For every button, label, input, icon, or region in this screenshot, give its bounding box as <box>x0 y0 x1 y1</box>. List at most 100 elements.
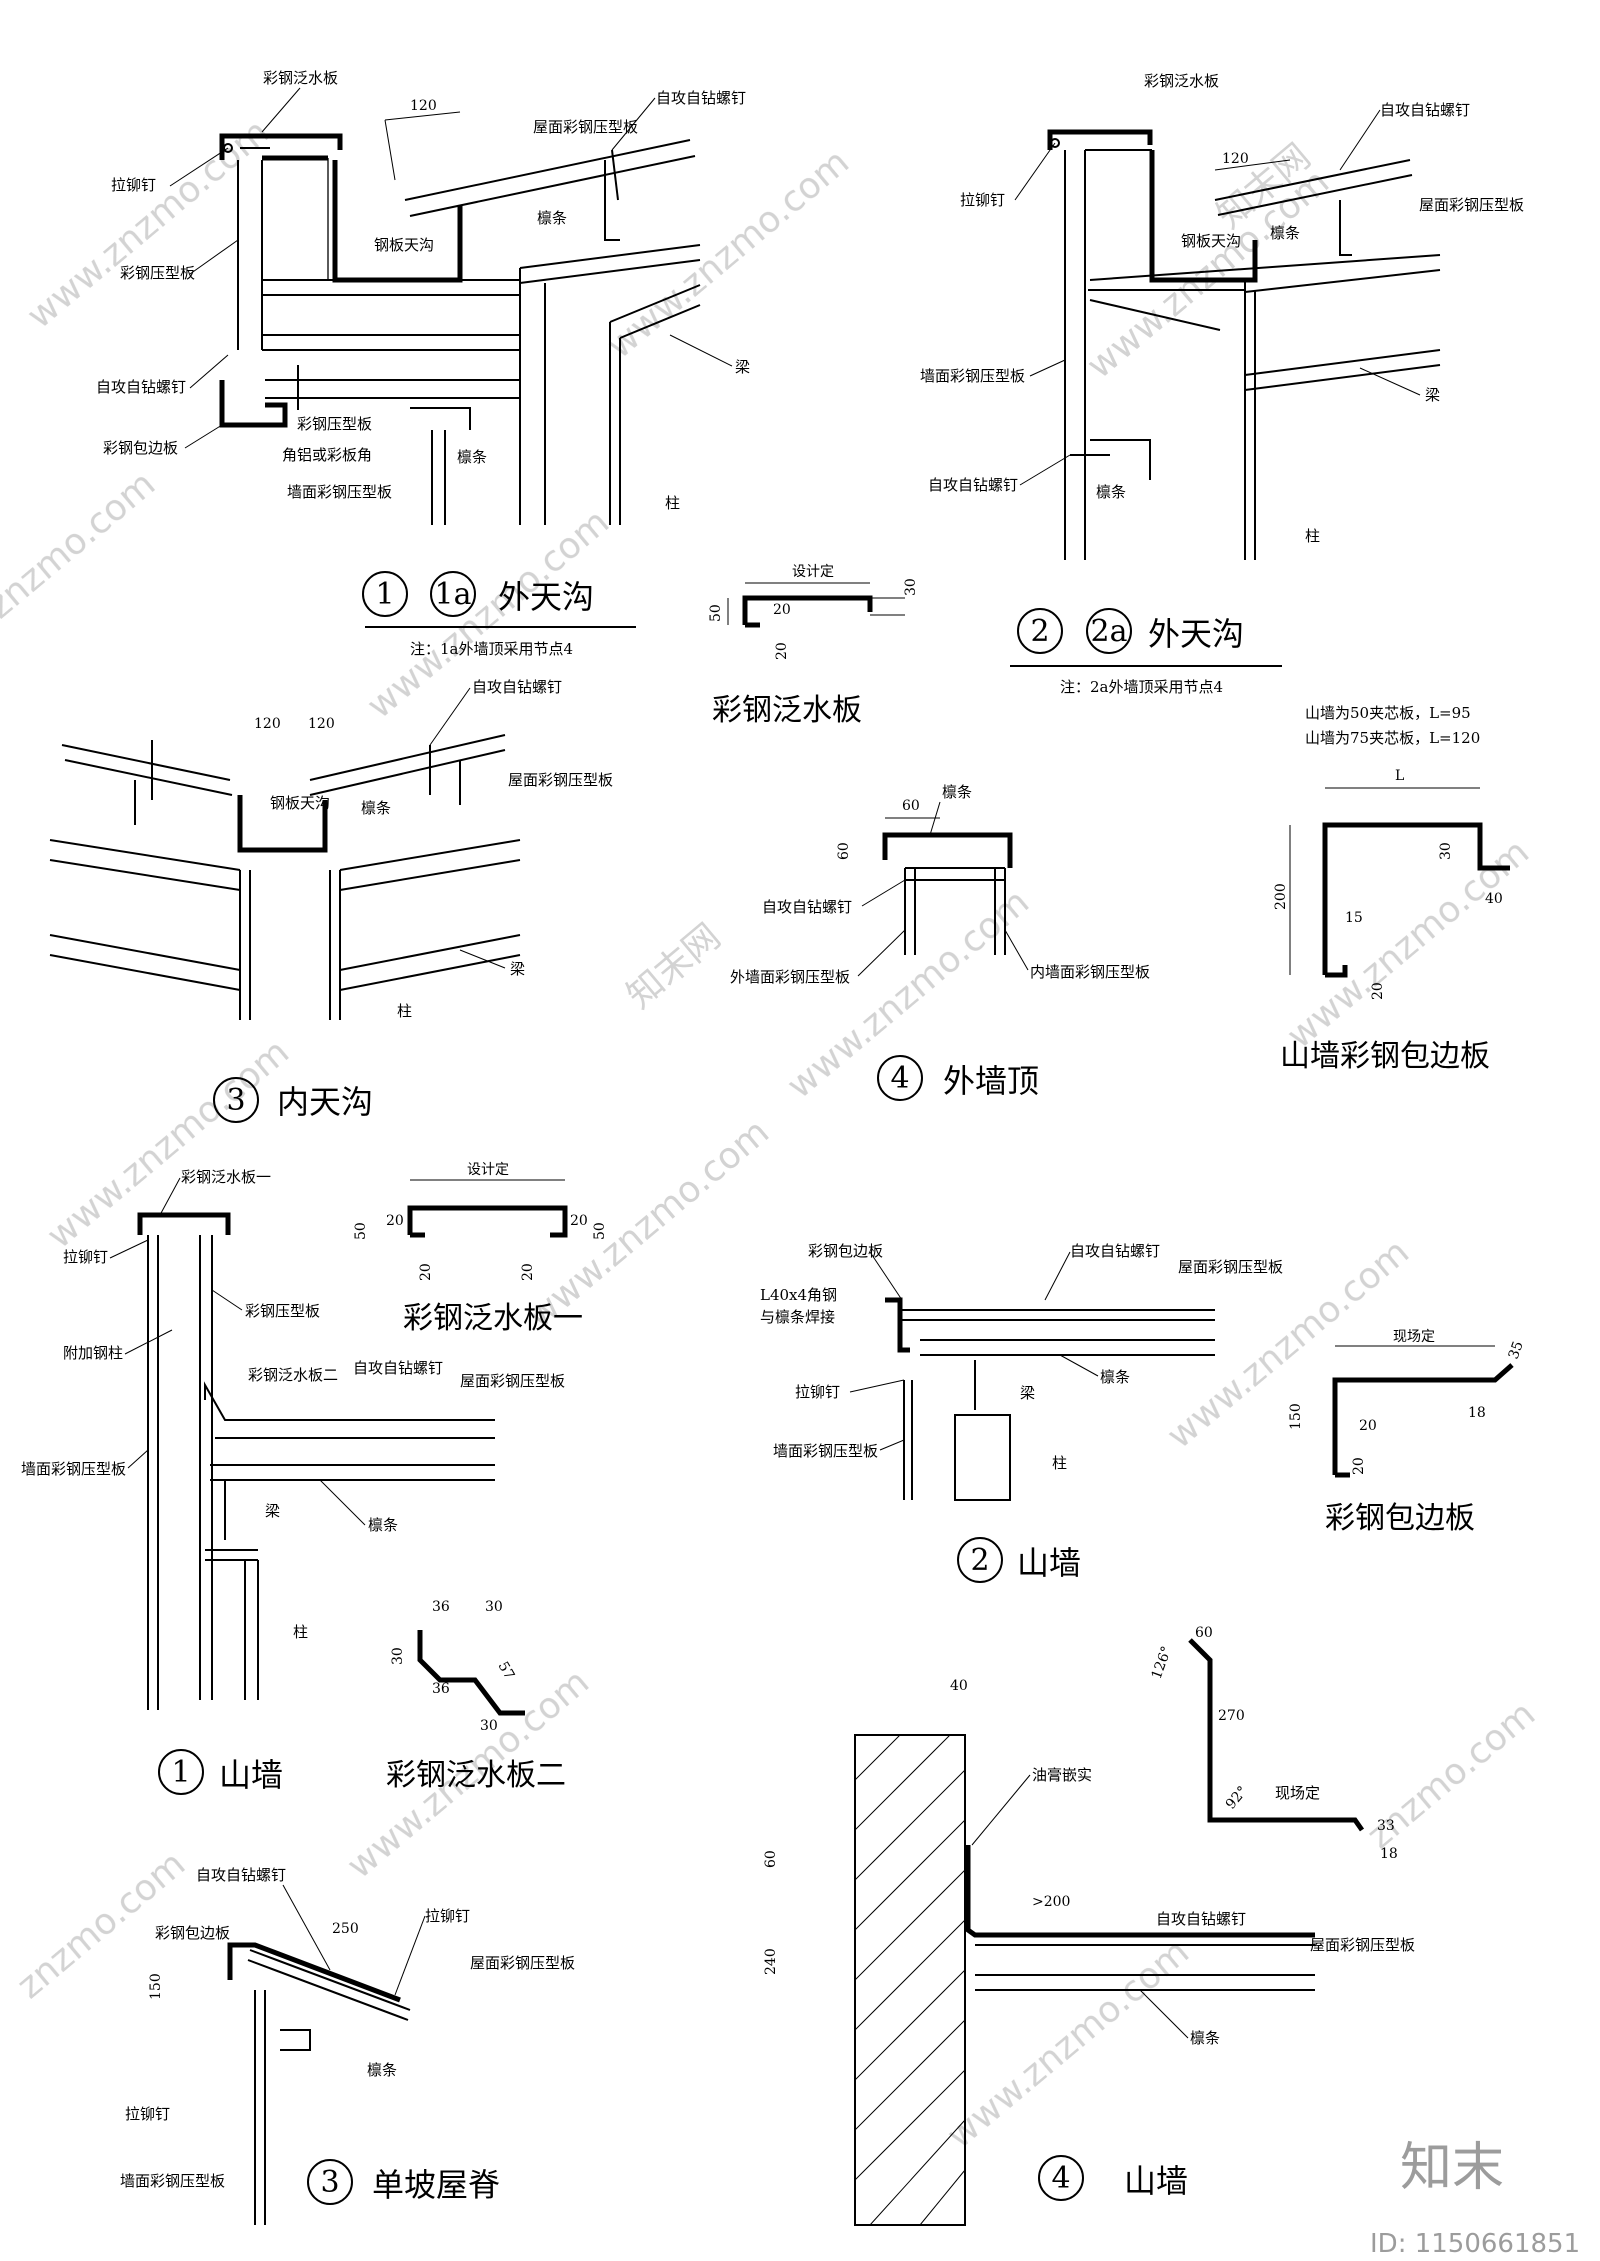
label: 附加钢柱 <box>63 1344 123 1362</box>
detail-title: 外天沟 <box>1148 615 1244 653</box>
label: 梁 <box>510 960 525 978</box>
label: 梁 <box>1425 386 1440 404</box>
dim-text: 150 <box>1288 1403 1304 1430</box>
label: 内墙面彩钢压型板 <box>1030 963 1150 981</box>
label: 自攻自钻螺钉 <box>196 1866 286 1884</box>
image-id: ID: 1150661851 <box>1370 2229 1580 2259</box>
dim-text: 15 <box>1345 910 1363 926</box>
label: 拉铆钉 <box>795 1383 840 1401</box>
dim-text: 150 <box>148 1973 164 2000</box>
watermark-text: znzmo.com <box>0 463 163 626</box>
label: 自攻自钻螺钉 <box>1156 1910 1246 1928</box>
label: 自攻自钻螺钉 <box>762 898 852 916</box>
detail-title: 外天沟 <box>498 578 594 616</box>
watermark-text: www.znzmo.com <box>599 141 857 366</box>
dim-text: 20 <box>774 642 790 660</box>
label: 墙面彩钢压型板 <box>120 2172 225 2190</box>
detail-number: 1 <box>375 577 394 612</box>
label: 屋面彩钢压型板 <box>470 1954 575 1972</box>
label: 自攻自钻螺钉 <box>656 89 746 107</box>
note: 注：2a外墙顶采用节点4 <box>1060 678 1223 696</box>
dim-text: 36 <box>432 1681 450 1697</box>
watermark-layer: www.znzmo.com www.znzmo.com www.znzmo.co… <box>0 111 1543 2156</box>
label: 屋面彩钢压型板 <box>460 1372 565 1390</box>
dim-text: 20 <box>1359 1418 1377 1434</box>
note: 山墙为75夹芯板，L=120 <box>1305 729 1480 747</box>
label: 屋面彩钢压型板 <box>533 118 638 136</box>
label: 檩条 <box>537 209 567 227</box>
label: 彩钢包边板 <box>808 1242 883 1260</box>
detail-flashing-1: 设计定 50 20 20 20 20 50 彩钢泛水板一 <box>353 1162 608 1336</box>
detail-number: 1 <box>171 1755 190 1790</box>
detail-title: 内天沟 <box>277 1083 373 1121</box>
detail-title: 彩钢泛水板 <box>712 693 862 728</box>
detail-number: 2 <box>970 1543 989 1578</box>
watermark-brand: 知末网 <box>619 916 728 1017</box>
label: 钢板天沟 <box>1181 232 1241 250</box>
label: 檩条 <box>1100 1368 1130 1386</box>
detail-number: 4 <box>1051 2161 1070 2196</box>
dim-text: 120 <box>308 716 335 732</box>
label: 彩钢包边板 <box>155 1924 230 1942</box>
label: 墙面彩钢压型板 <box>920 367 1025 385</box>
label: 彩钢泛水板 <box>1144 72 1219 90</box>
dim-text: 20 <box>773 602 791 618</box>
detail-number: 4 <box>890 1061 909 1096</box>
detail-title: 外墙顶 <box>943 1062 1039 1100</box>
dim-text: 120 <box>254 716 281 732</box>
dim-text: 18 <box>1468 1405 1486 1421</box>
dim-text: 50 <box>353 1222 369 1240</box>
label: 梁 <box>265 1502 280 1520</box>
detail-number: 3 <box>226 1083 245 1118</box>
detail-title: 山墙 <box>1017 1544 1081 1582</box>
label: 墙面彩钢压型板 <box>287 483 392 501</box>
label: 钢板天沟 <box>374 236 434 254</box>
dim-text: 30 <box>903 578 919 596</box>
label: 梁 <box>1020 1384 1035 1402</box>
label: 与檩条焊接 <box>760 1308 835 1326</box>
detail-gable-wall-1: 彩钢泛水板一 拉铆钉 彩钢压型板 附加钢柱 彩钢泛水板二 自攻自钻螺钉 屋面彩钢… <box>21 1168 565 1795</box>
label: 檩条 <box>368 1516 398 1534</box>
label: 屋面彩钢压型板 <box>508 771 613 789</box>
dim-text: 20 <box>386 1213 404 1229</box>
dim-text: 30 <box>480 1718 498 1734</box>
detail-gable-wall-2: 彩钢包边板 自攻自钻螺钉 屋面彩钢压型板 L40x4角钢 与檩条焊接 檩条 拉铆… <box>760 1242 1283 1583</box>
dim-text: >200 <box>1032 1894 1070 1910</box>
label: 彩钢压型板 <box>297 415 372 433</box>
dim-text: 50 <box>592 1222 608 1240</box>
detail-number: 2 <box>1030 614 1049 649</box>
label: 拉铆钉 <box>125 2105 170 2123</box>
detail-title: 彩钢包边板 <box>1325 1501 1475 1536</box>
label: 彩钢泛水板一 <box>181 1168 271 1186</box>
label: 屋面彩钢压型板 <box>1419 196 1524 214</box>
label: 檩条 <box>942 783 972 801</box>
label: 彩钢压型板 <box>245 1302 320 1320</box>
label: 拉铆钉 <box>960 191 1005 209</box>
dim-text: 50 <box>708 604 724 622</box>
detail-number: 2a <box>1091 614 1128 649</box>
dim-text: 120 <box>410 98 437 114</box>
label: 檩条 <box>1190 2029 1220 2047</box>
dim-text: 60 <box>1195 1625 1213 1641</box>
dim-text: 30 <box>1438 842 1454 860</box>
dim-text: 20 <box>1351 1457 1367 1475</box>
label: 现场定 <box>1275 1784 1320 1802</box>
site-logo: 知末 <box>1400 2138 1504 2198</box>
dim-text: 30 <box>390 1647 406 1665</box>
label: 自攻自钻螺钉 <box>96 378 186 396</box>
detail-title: 山墙 <box>219 1756 283 1794</box>
label: 彩钢泛水板二 <box>248 1366 338 1384</box>
dim-text: 120 <box>1222 151 1249 167</box>
dim-text: 60 <box>763 1850 779 1868</box>
label: 檩条 <box>367 2061 397 2079</box>
label: 拉铆钉 <box>425 1907 470 1925</box>
label: 梁 <box>735 358 750 376</box>
dim-text: 20 <box>520 1263 536 1281</box>
label: 角铝或彩板角 <box>282 446 372 464</box>
label: 自攻自钻螺钉 <box>1070 1242 1160 1260</box>
dim-text: 240 <box>763 1948 779 1975</box>
label: 外墙面彩钢压型板 <box>730 968 850 986</box>
detail-edge-trim: 现场定 35 150 18 20 20 彩钢包边板 <box>1288 1329 1527 1536</box>
dim-text: 20 <box>1370 982 1386 1000</box>
